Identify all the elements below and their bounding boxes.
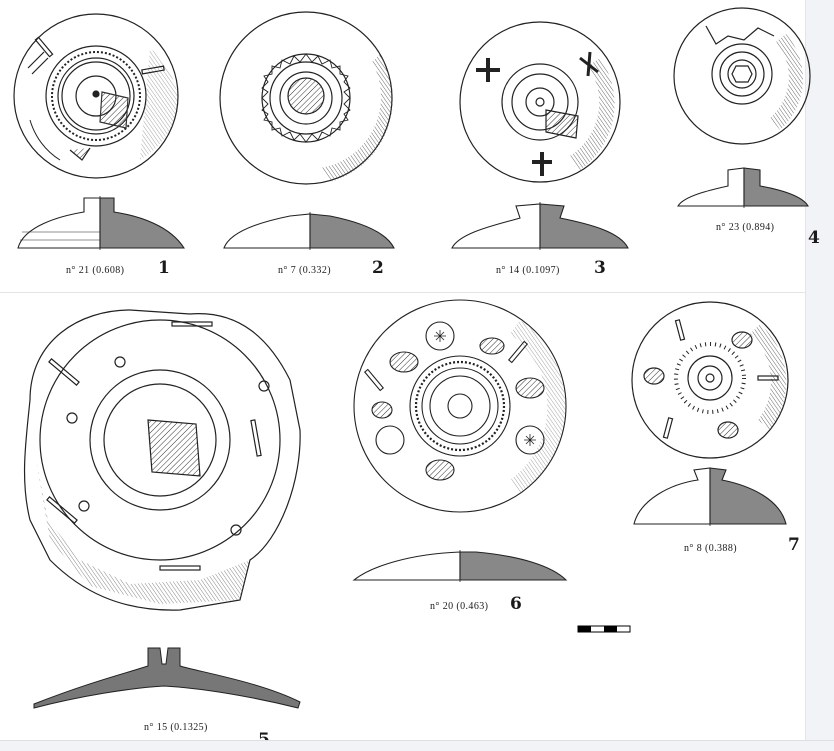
figure-1-number: 1 (158, 258, 170, 278)
figure-4-caption: n° 23 (0.894) (716, 222, 775, 233)
figure-7 (631, 301, 789, 526)
scale-bar (577, 625, 631, 633)
figure-2 (219, 11, 395, 250)
figure-3-caption: n° 14 (0.1097) (496, 265, 560, 276)
figure-7-top-view (631, 301, 789, 459)
figure-6 (352, 299, 568, 582)
figure-7-caption: n° 8 (0.388) (684, 543, 737, 554)
figure-1-profile (17, 196, 186, 250)
figure-1-top-view (13, 13, 179, 179)
figure-7-profile (633, 467, 787, 526)
figure-6-caption: n° 20 (0.463) (430, 601, 489, 612)
figure-1-caption: n° 21 (0.608) (66, 265, 125, 276)
figure-5 (23, 309, 301, 709)
figure-5-profile (33, 647, 301, 709)
figure-6-profile (352, 550, 568, 582)
side-strip (805, 0, 834, 750)
row-separator (0, 292, 805, 293)
figure-5-top-view (23, 309, 301, 611)
figure-2-number: 2 (372, 258, 384, 278)
figure-2-top-view (219, 11, 393, 185)
figure-3-profile (451, 202, 629, 250)
figure-6-number: 6 (510, 594, 522, 614)
figure-4-profile (677, 167, 809, 208)
bottom-bar (0, 740, 834, 751)
figure-2-caption: n° 7 (0.332) (278, 265, 331, 276)
figure-2-profile (223, 212, 395, 250)
figure-7-number: 7 (788, 535, 800, 555)
figure-4 (673, 7, 811, 208)
figure-5-caption: n° 15 (0.1325) (144, 722, 208, 733)
figure-3-top-view (459, 21, 621, 183)
figure-3-number: 3 (594, 258, 606, 278)
figure-1 (13, 13, 186, 250)
figure-4-number: 4 (808, 228, 820, 248)
figure-6-top-view (353, 299, 567, 513)
figure-4-top-view (673, 7, 811, 145)
figure-3 (451, 21, 629, 250)
